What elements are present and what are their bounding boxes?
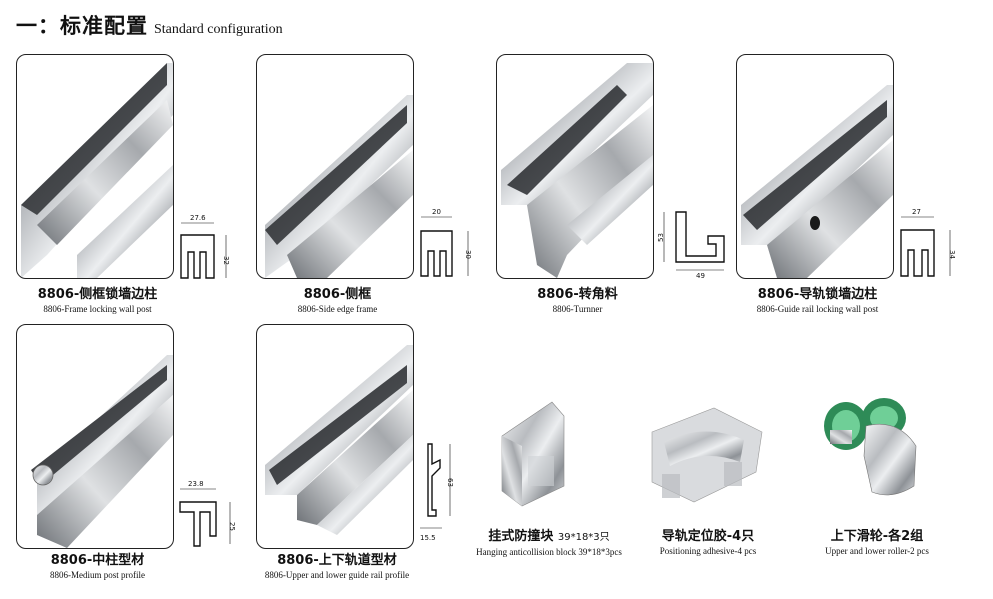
dimension-width-3: 49 <box>696 272 705 280</box>
dimension-height-5: 25 <box>228 522 236 531</box>
profile-drawing-5: 23.8 25 <box>176 478 248 548</box>
accessory-image-roller <box>806 396 926 508</box>
profile-drawing-2: 20 30 <box>416 206 486 282</box>
dimension-height-4: 34 <box>948 250 956 259</box>
caption-2: 8806-侧框 8806-Side edge frame <box>250 287 425 316</box>
product-image-turnner <box>496 54 654 279</box>
product-title-3: 8806-转角料 <box>537 287 618 302</box>
product-subtitle-2: 8806-Side edge frame <box>297 304 378 314</box>
dimension-height-2: 30 <box>464 250 472 259</box>
dimension-width-5: 23.8 <box>188 480 204 488</box>
product-title-1: 8806-侧框锁墙边柱 <box>37 287 158 302</box>
product-subtitle-6: 8806-Upper and lower guide rail profile <box>264 570 410 580</box>
accessory-title-2: 导轨定位胶-4只 <box>661 529 755 544</box>
product-title-6: 8806-上下轨道型材 <box>277 553 397 568</box>
caption-7: 挂式防撞块 39*18*3只 Hanging anticollision blo… <box>454 529 644 559</box>
dimension-width-1: 27.6 <box>190 214 206 222</box>
accessory-title-extra-1: 39*18*3只 <box>557 532 610 543</box>
profile-drawing-1: 27.6 32 <box>176 212 246 282</box>
profile-drawing-6: 63 15.5 <box>416 440 476 546</box>
dimension-width-6: 15.5 <box>420 534 436 542</box>
caption-1: 8806-侧框锁墙边柱 8806-Frame locking wall post <box>10 287 185 316</box>
product-image-side-edge-frame <box>256 54 414 279</box>
dimension-width-2: 20 <box>432 208 441 216</box>
section-title-cn: 一：标准配置 <box>16 14 148 38</box>
product-subtitle-3: 8806-Turnner <box>552 304 603 314</box>
accessory-title-3: 上下滑轮-各2组 <box>830 529 924 544</box>
accessory-subtitle-3: Upper and lower roller-2 pcs <box>825 546 929 556</box>
product-title-5: 8806-中柱型材 <box>50 553 145 568</box>
product-subtitle-4: 8806-Guide rail locking wall post <box>756 304 879 314</box>
dimension-width-4: 27 <box>912 208 921 216</box>
accessory-image-anticollision-block <box>492 396 582 508</box>
caption-8: 导轨定位胶-4只 Positioning adhesive-4 pcs <box>628 529 788 558</box>
dimension-height-3: 53 <box>657 233 665 242</box>
product-title-4: 8806-导轨锁墙边柱 <box>757 287 878 302</box>
product-title-2: 8806-侧框 <box>303 287 372 302</box>
product-subtitle-1: 8806-Frame locking wall post <box>43 304 152 314</box>
caption-4: 8806-导轨锁墙边柱 8806-Guide rail locking wall… <box>730 287 905 316</box>
accessory-subtitle-1: Hanging anticollision block 39*18*3pcs <box>476 547 622 557</box>
profile-drawing-4: 27 34 <box>896 206 968 282</box>
caption-3: 8806-转角料 8806-Turnner <box>490 287 665 316</box>
product-image-frame-locking-wall-post <box>16 54 174 279</box>
accessory-title-1: 挂式防撞块 <box>488 529 554 544</box>
caption-5: 8806-中柱型材 8806-Medium post profile <box>10 553 185 582</box>
product-image-medium-post-profile <box>16 324 174 549</box>
product-image-guide-rail-profile <box>256 324 414 549</box>
dimension-height-1: 32 <box>222 256 230 265</box>
product-image-guide-rail-locking-wall-post <box>736 54 894 279</box>
profile-drawing-3: 53 49 <box>656 206 732 280</box>
caption-9: 上下滑轮-各2组 Upper and lower roller-2 pcs <box>792 529 962 558</box>
dimension-height-6: 63 <box>446 478 454 487</box>
caption-6: 8806-上下轨道型材 8806-Upper and lower guide r… <box>242 553 432 582</box>
accessory-subtitle-2: Positioning adhesive-4 pcs <box>659 546 757 556</box>
accessory-image-positioning-adhesive <box>644 402 770 506</box>
section-title-en: Standard configuration <box>154 22 283 37</box>
product-subtitle-5: 8806-Medium post profile <box>50 570 145 580</box>
section-header: 一：标准配置 Standard configuration <box>16 10 283 40</box>
